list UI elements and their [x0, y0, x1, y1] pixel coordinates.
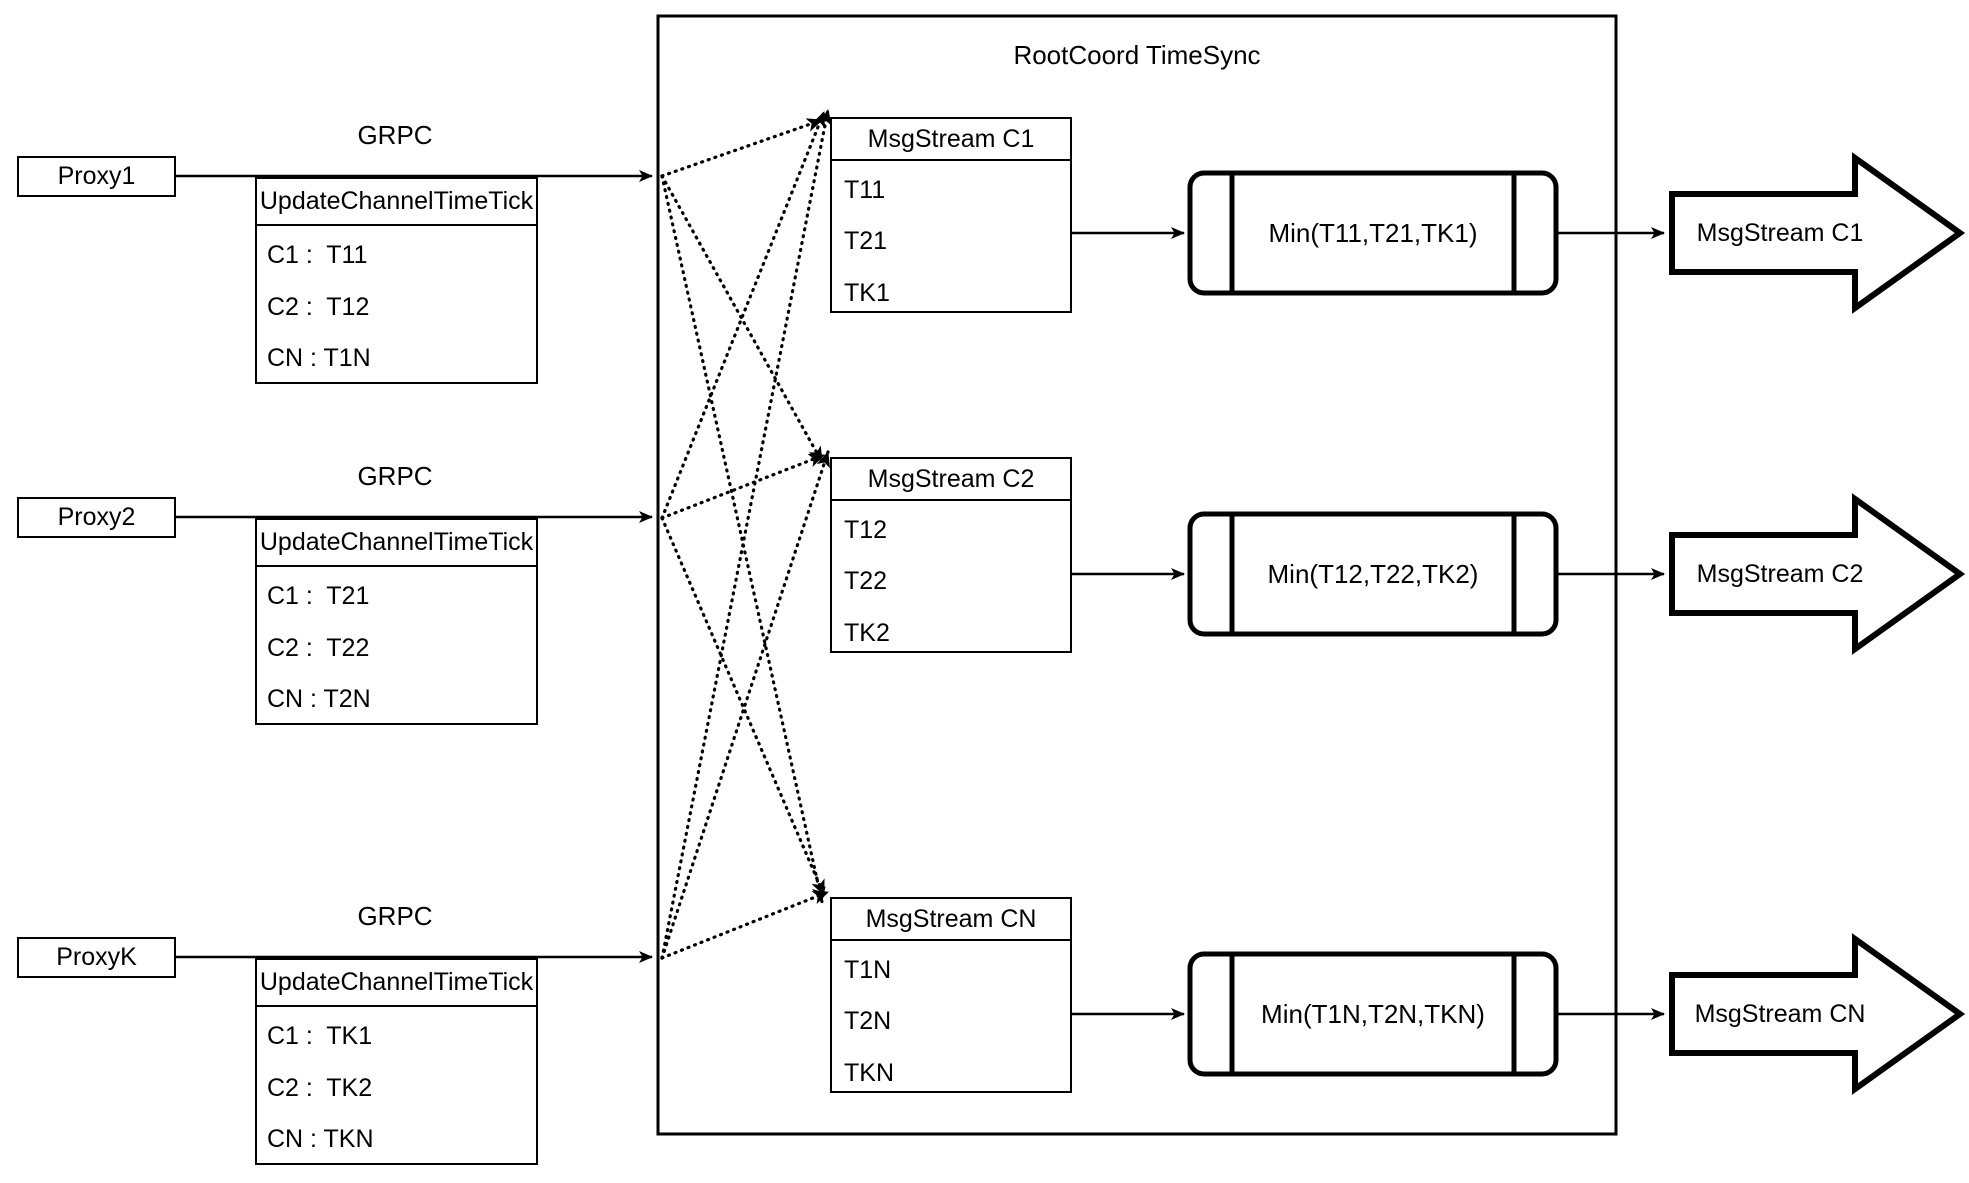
min-node-shapes — [1187, 170, 1559, 1077]
tick-table-1: UpdateChannelTimeTick C1 : T11 C2 : T12 … — [255, 177, 538, 384]
tick-table-3: UpdateChannelTimeTick C1 : TK1 C2 : TK2 … — [255, 958, 538, 1165]
msgstream-row: TK1 — [844, 279, 890, 307]
msgstream-header: MsgStream CN — [832, 899, 1070, 941]
block-arrow-1 — [1669, 152, 1966, 314]
proxy-label: Proxy1 — [57, 162, 136, 190]
grpc-label-2: GRPC — [357, 461, 433, 491]
tick-table-header: UpdateChannelTimeTick — [257, 960, 536, 1007]
fan-3-to-c2 — [660, 450, 830, 960]
msgstream-row: T22 — [844, 567, 888, 595]
block-arrow-2 — [1669, 493, 1966, 655]
proxy-box-3[interactable]: ProxyK — [17, 937, 176, 978]
output-arrow-label-3: MsgStream CN — [1694, 1000, 1866, 1028]
grpc-label-1: GRPC — [357, 120, 433, 150]
msgstream-row: TK2 — [844, 619, 890, 647]
grpc-label-3: GRPC — [357, 901, 433, 931]
msgstream-row: T12 — [844, 516, 888, 544]
min-node-label-2: Min(T12,T22,TK2) — [1267, 559, 1479, 589]
msgstream-row: TKN — [844, 1059, 894, 1087]
min-node-label-1: Min(T11,T21,TK1) — [1268, 218, 1478, 248]
tick-table-header: UpdateChannelTimeTick — [257, 520, 536, 567]
msgstream-row: T21 — [844, 227, 888, 255]
proxy-label: Proxy2 — [57, 503, 136, 531]
msgstream-row: T11 — [844, 176, 886, 204]
msgstream-box-2: MsgStream C2 T12 T22 TK2 — [830, 457, 1072, 653]
proxy-box-2[interactable]: Proxy2 — [17, 497, 176, 538]
output-arrow-label-2: MsgStream C2 — [1696, 560, 1864, 588]
tick-table-2: UpdateChannelTimeTick C1 : T21 C2 : T22 … — [255, 518, 538, 725]
fan-3-to-cn — [660, 890, 830, 960]
min-node-label-3: Min(T1N,T2N,TKN) — [1261, 999, 1485, 1029]
output-block-arrows — [1669, 152, 1966, 1095]
msgstream-row: T1N — [844, 956, 892, 984]
msgstream-header: MsgStream C2 — [832, 459, 1070, 501]
tick-row: C1 : T21 — [267, 582, 370, 610]
msgstream-row: T2N — [844, 1007, 892, 1035]
proxy-box-1[interactable]: Proxy1 — [17, 156, 176, 197]
tick-row: C2 : TK2 — [267, 1074, 373, 1102]
fan-2-to-cn — [660, 516, 826, 897]
msgstream-header: MsgStream C1 — [832, 119, 1070, 161]
proxy-label: ProxyK — [56, 943, 137, 971]
fan-1-to-c2 — [660, 174, 824, 464]
fan-2-to-c2 — [660, 453, 826, 520]
tick-row: C1 : TK1 — [267, 1022, 373, 1050]
msgstream-box-1: MsgStream C1 T11 T21 TK1 — [830, 117, 1072, 313]
tick-row: C1 : T11 — [267, 241, 368, 269]
rootcoord-container-title: RootCoord TimeSync — [1013, 40, 1261, 70]
fan-3-to-c1 — [660, 108, 832, 960]
fan-2-to-c1 — [660, 110, 826, 520]
tick-row: CN : TKN — [267, 1125, 374, 1153]
tick-row: CN : T1N — [267, 344, 371, 372]
fan-1-to-c1 — [660, 118, 824, 178]
msgstream-box-3: MsgStream CN T1N T2N TKN — [830, 897, 1072, 1093]
tick-row: C2 : T22 — [267, 634, 370, 662]
block-arrow-3 — [1669, 933, 1966, 1095]
tick-row: CN : T2N — [267, 685, 371, 713]
tick-table-header: UpdateChannelTimeTick — [257, 179, 536, 226]
tick-row: C2 : T12 — [267, 293, 370, 321]
output-arrow-label-1: MsgStream C1 — [1696, 219, 1864, 247]
fan-1-to-cn — [660, 174, 826, 904]
